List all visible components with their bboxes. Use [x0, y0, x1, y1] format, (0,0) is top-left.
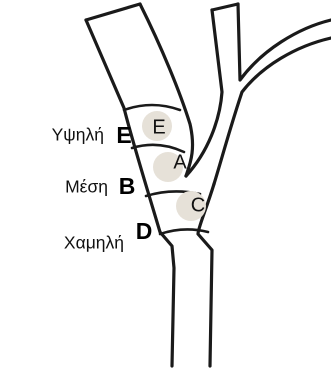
- divider-upper: [124, 105, 180, 110]
- side-letter-middle: B: [119, 173, 136, 199]
- branch-top-cap: [86, 4, 140, 20]
- zone-letter-middle: A: [173, 151, 187, 173]
- side-branch-lower-wall: [214, 38, 331, 184]
- right-branch-cap: [212, 4, 238, 10]
- level-label-upper: Υψηλή: [52, 125, 104, 145]
- side-letter-upper: E: [116, 122, 131, 148]
- level-label-middle: Μέση: [65, 177, 108, 197]
- level-label-lower: Χαμηλή: [64, 233, 124, 253]
- side-letter-lower: D: [136, 218, 153, 244]
- zone-letter-lower: C: [191, 194, 205, 216]
- divider-bottom: [160, 229, 208, 234]
- branch-inner-wall: [140, 4, 193, 176]
- zone-letter-upper: E: [152, 116, 165, 138]
